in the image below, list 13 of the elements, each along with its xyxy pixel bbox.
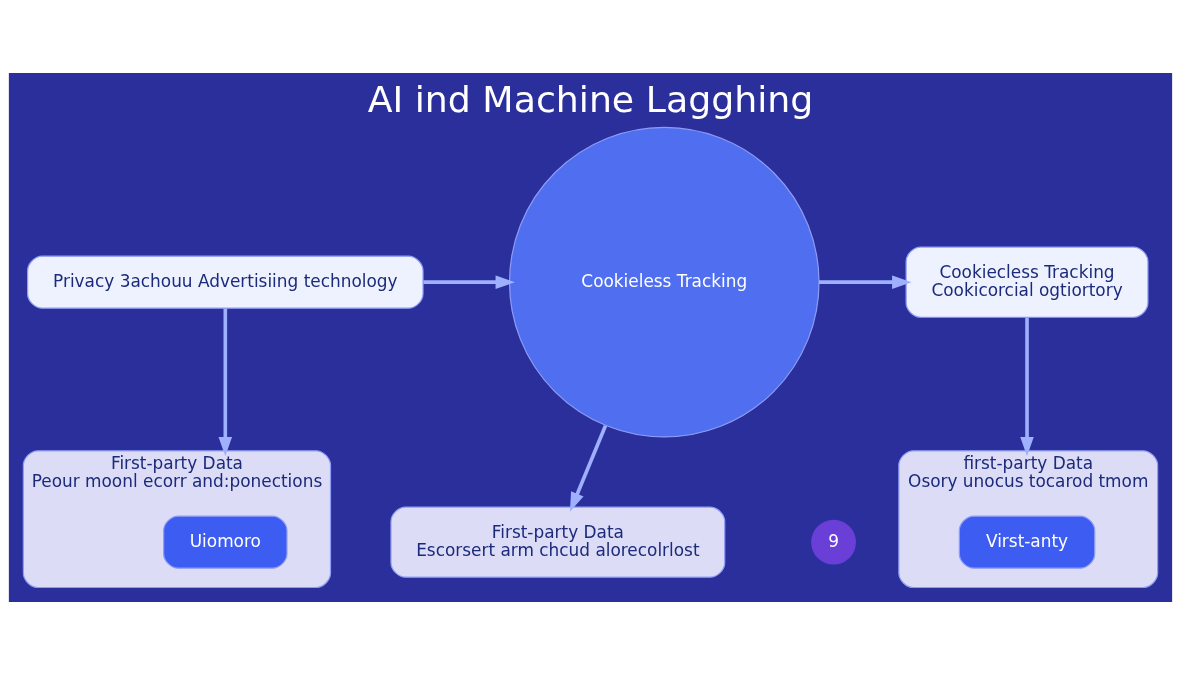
arrow (819, 275, 912, 289)
arrow (218, 308, 233, 457)
arrow (423, 275, 515, 289)
node-box: Uiomoro (163, 515, 288, 569)
arrow (569, 425, 608, 512)
diagram-title: AI ind Machine Lagghing (367, 77, 814, 121)
arrow (1020, 317, 1034, 457)
node-box: First-party Data Escorsert arm chcud alorecolrlost (390, 506, 726, 578)
node-circle: Cookieless Tracking (508, 126, 820, 438)
label: 9 (828, 530, 839, 551)
node-box: Cookiecless Tracking Cookicorcial ogtiortory (905, 246, 1149, 318)
node-box: Virst-anty (958, 515, 1096, 569)
node-box: Privacy 3achouu Advertisiing technology (27, 255, 424, 309)
